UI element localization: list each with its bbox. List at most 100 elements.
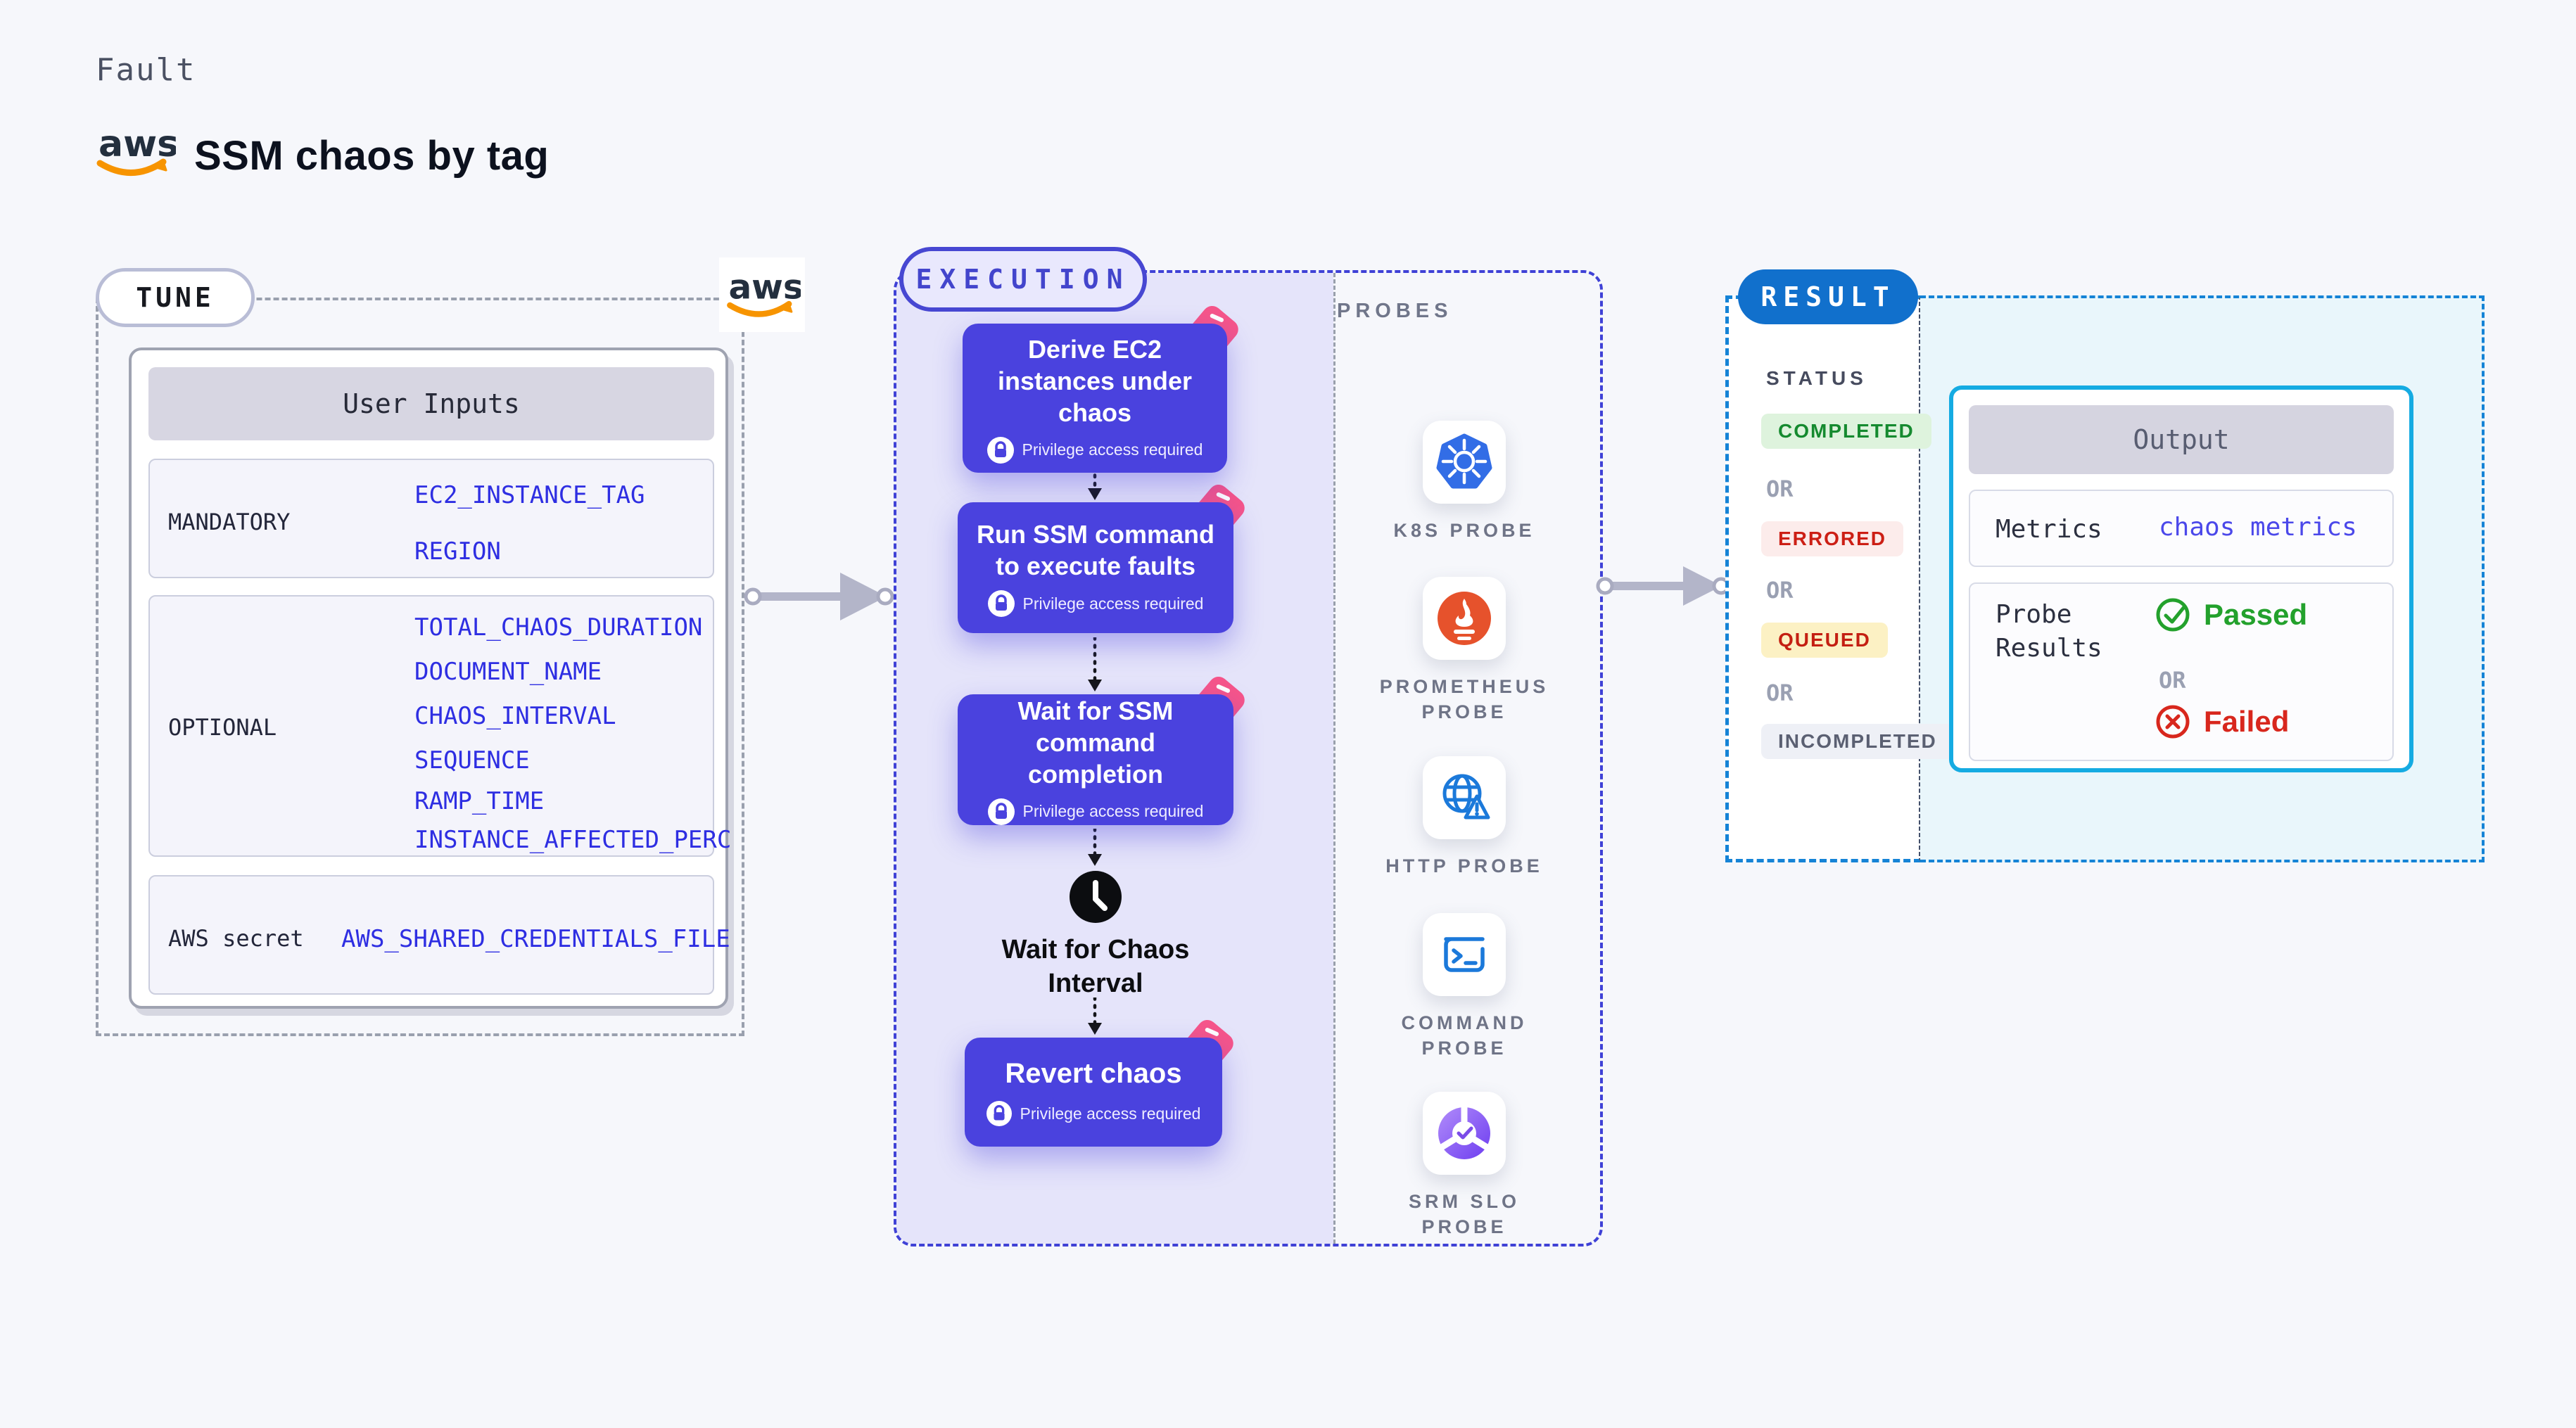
node-run-ssm: Run SSM command to execute faults Privil…	[958, 484, 1245, 633]
privilege-note: Privilege access required	[1022, 594, 1204, 613]
probe-command: COMMAND PROBE	[1376, 913, 1552, 1061]
output-title: Output	[2133, 424, 2230, 455]
probe-results-row: Probe Results Passed OR Failed	[1969, 582, 2394, 761]
aws-icon: aws	[727, 268, 804, 317]
globe-alert-icon	[1442, 774, 1490, 820]
lock-icon	[986, 436, 1014, 464]
output-header: Output	[1969, 405, 2394, 474]
probe-card	[1423, 913, 1506, 996]
probe-srm-slo: SRM SLO PROBE	[1376, 1092, 1552, 1239]
field-value: CHAOS_INTERVAL	[414, 702, 616, 730]
prometheus-icon	[1438, 592, 1491, 645]
probe-card	[1423, 421, 1506, 504]
status-title: STATUS	[1766, 367, 1867, 389]
node-revert-chaos: Revert chaos Privilege access required	[965, 1019, 1233, 1147]
privilege-note: Privilege access required	[1022, 802, 1204, 820]
status-badge-queued: QUEUED	[1761, 623, 1888, 658]
x-circle-icon	[2156, 705, 2190, 739]
metrics-label: Metrics	[1996, 515, 2102, 544]
passed-label: Passed	[2204, 598, 2308, 631]
node-title: Run SSM command to execute faults	[976, 520, 1215, 580]
flow-arrow-execution-result	[1596, 566, 1730, 606]
dotted-arrow	[1088, 997, 1102, 1035]
probe-card	[1423, 577, 1506, 660]
probe-results-label: Probe Results	[1996, 600, 2102, 663]
dotted-arrow	[1088, 829, 1102, 866]
svg-text:aws: aws	[728, 268, 801, 307]
node-title: Revert chaos	[1005, 1058, 1182, 1089]
probe-label: HTTP PROBE	[1385, 855, 1543, 876]
or-label: OR	[1766, 577, 1794, 604]
terminal-icon	[1444, 937, 1485, 972]
check-circle-icon	[2156, 598, 2190, 632]
fault-kicker: Fault	[96, 52, 196, 88]
probe-http: HTTP PROBE	[1376, 756, 1552, 879]
field-value: EC2_INSTANCE_TAG	[414, 481, 645, 509]
optional-row: OPTIONAL TOTAL_CHAOS_DURATION DOCUMENT_N…	[148, 595, 731, 857]
row-label: AWS secret	[168, 925, 304, 952]
result-label: RESULT	[1760, 281, 1896, 312]
field-value: REGION	[414, 537, 501, 566]
tune-label: TUNE	[136, 282, 215, 313]
status-badge-incompleted: INCOMPLETED	[1761, 724, 1954, 759]
lock-icon	[987, 590, 1015, 617]
mandatory-row: MANDATORY EC2_INSTANCE_TAG REGION	[148, 459, 714, 578]
probes-title: PROBES	[1337, 300, 1453, 322]
user-inputs-header: User Inputs	[148, 367, 714, 440]
user-inputs-card: User Inputs MANDATORY EC2_INSTANCE_TAG R…	[129, 348, 731, 1009]
probe-k8s: K8S PROBE	[1376, 421, 1552, 543]
metrics-row: Metrics chaos metrics	[1969, 490, 2394, 567]
user-inputs-title: User Inputs	[343, 388, 520, 419]
status-badge-completed: COMPLETED	[1761, 414, 1931, 449]
row-label: MANDATORY	[168, 509, 291, 535]
failed-label: Failed	[2204, 705, 2290, 738]
output-box: Output Metrics chaos metrics Probe Resul…	[1949, 385, 2413, 772]
privilege-note: Privilege access required	[1020, 1104, 1201, 1123]
or-label: OR	[1766, 680, 1794, 706]
dotted-arrow	[1088, 467, 1102, 500]
aws-corner-box: aws	[719, 257, 805, 332]
field-value: SEQUENCE	[414, 746, 530, 774]
tune-pill: TUNE	[96, 268, 255, 327]
row-label: OPTIONAL	[168, 714, 277, 741]
field-value: TOTAL_CHAOS_DURATION	[414, 613, 703, 642]
execution-pill: EXECUTION	[899, 247, 1147, 312]
tune-section	[96, 298, 744, 1036]
field-value: DOCUMENT_NAME	[414, 658, 602, 686]
node-title: Wait for SSM command completion	[1017, 696, 1174, 789]
aws-secret-row: AWS secret AWS_SHARED_CREDENTIALS_FILE	[148, 875, 730, 995]
node-background	[965, 1038, 1222, 1147]
metrics-value: chaos metrics	[2159, 513, 2357, 542]
aws-logo: aws	[96, 123, 176, 176]
execution-label: EXECUTION	[915, 264, 1131, 295]
node-derive-ec2: Derive EC2 instances under chaos Privile…	[963, 305, 1238, 473]
privilege-note: Privilege access required	[1022, 440, 1203, 459]
lock-icon	[986, 1101, 1012, 1126]
probe-card	[1423, 756, 1506, 839]
field-value: RAMP_TIME	[414, 787, 545, 815]
node-wait-ssm: Wait for SSM command completion Privileg…	[958, 676, 1245, 825]
or-label: OR	[1766, 476, 1794, 502]
wait-step-label: Wait for Chaos Interval	[1001, 935, 1190, 998]
kubernetes-icon	[1436, 433, 1492, 489]
slo-donut-icon	[1438, 1106, 1490, 1159]
page-title: SSM chaos by tag	[194, 133, 550, 179]
probe-card	[1423, 1092, 1506, 1175]
probe-label: COMMAND PROBE	[1401, 1012, 1528, 1059]
dotted-arrow	[1088, 637, 1102, 691]
clock-icon	[1070, 871, 1122, 923]
status-badge-errored: ERRORED	[1761, 521, 1904, 556]
result-pill: RESULT	[1738, 269, 1918, 324]
result-status-column	[1725, 295, 1921, 862]
probe-label: K8S PROBE	[1393, 520, 1535, 541]
svg-text:aws: aws	[99, 123, 176, 165]
flow-arrow-tune-execution	[744, 573, 894, 620]
node-title: Derive EC2 instances under chaos	[997, 334, 1193, 427]
lock-icon	[987, 798, 1015, 825]
probe-label: SRM SLO PROBE	[1408, 1191, 1520, 1237]
field-value: INSTANCE_AFFECTED_PERC	[414, 826, 732, 854]
probe-label: PROMETHEUS PROBE	[1379, 676, 1549, 722]
probe-prometheus: PROMETHEUS PROBE	[1376, 577, 1552, 725]
or-label: OR	[2159, 667, 2186, 694]
